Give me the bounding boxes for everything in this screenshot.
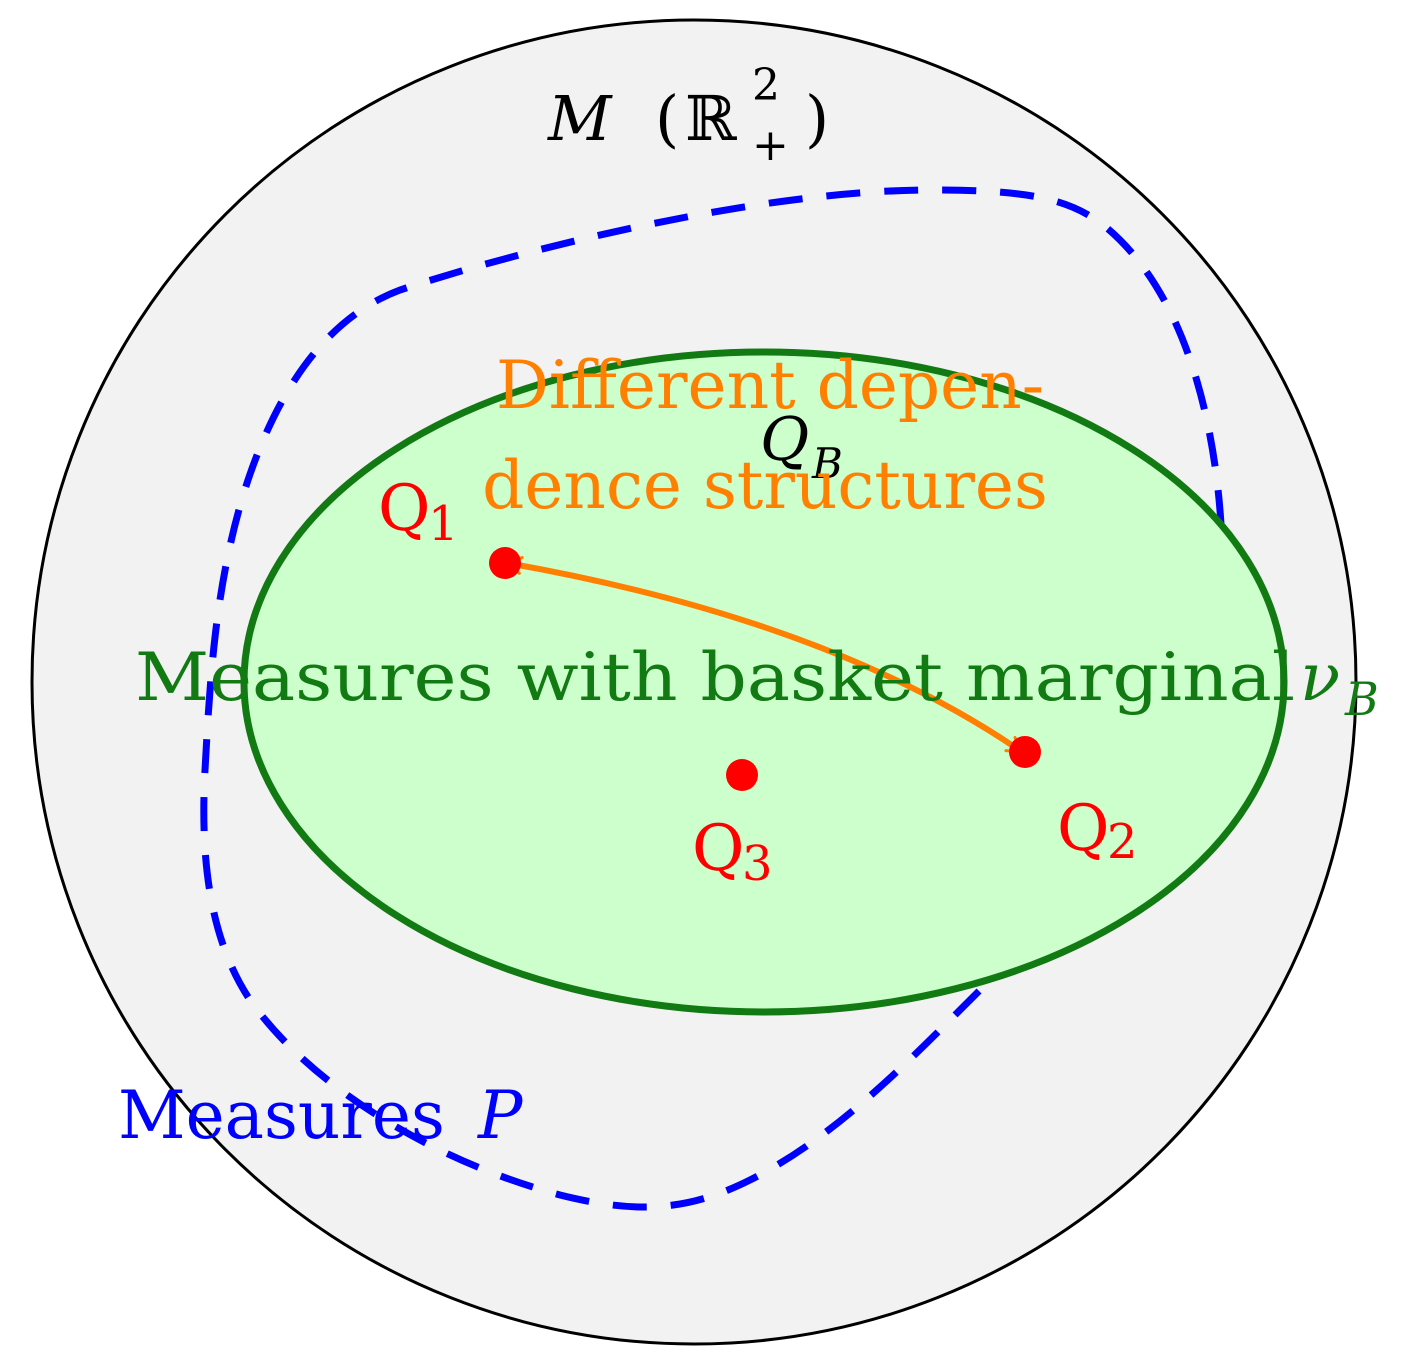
point-q3-label-subscript: 3 — [742, 836, 773, 892]
set-p-label-symbol: P — [477, 1077, 524, 1154]
point-q3 — [726, 759, 758, 791]
point-q1 — [489, 547, 521, 579]
dependence-label-line2: dence structures — [482, 447, 1048, 524]
set-qb-caption: Measures with basket marginal — [135, 639, 1295, 716]
point-q3-label: Q — [692, 812, 744, 886]
set-qb-caption-subscript: B — [1344, 672, 1379, 726]
dependence-label-line1: Different depen- — [496, 347, 1044, 424]
set-qb-label-subscript: B — [811, 439, 843, 488]
universe-label: M ( ℝ ) — [547, 82, 829, 155]
universe-label-superscript: 2 — [752, 60, 780, 111]
universe-label-subscript: + — [752, 120, 789, 171]
dependence-arrow — [507, 563, 1022, 755]
set-qb-caption-symbol: ν — [1300, 639, 1340, 716]
point-q2-label-subscript: 2 — [1107, 814, 1138, 870]
point-q1-label-subscript: 1 — [428, 496, 459, 552]
point-q1-label: Q — [378, 472, 430, 546]
set-p-boundary — [200, 186, 1225, 1211]
point-q2 — [1009, 736, 1041, 768]
set-qb-label: Q — [760, 405, 809, 475]
point-q2-label: Q — [1057, 792, 1109, 866]
set-p-label: Measures — [118, 1077, 445, 1154]
